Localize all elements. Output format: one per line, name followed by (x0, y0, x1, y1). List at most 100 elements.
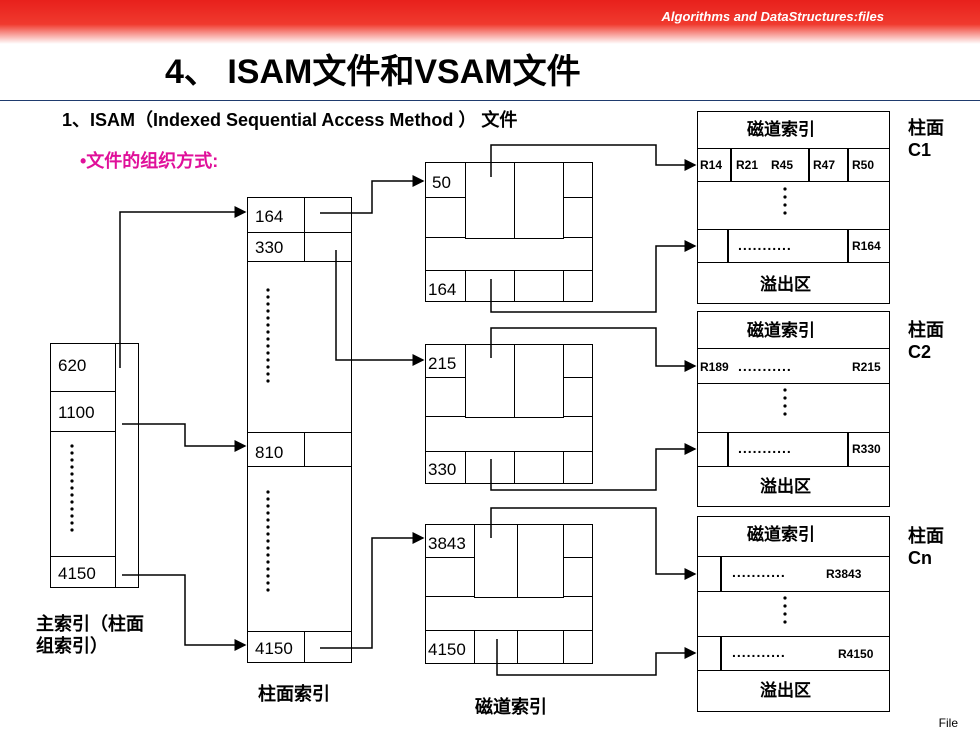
ellipsis: ........... (738, 237, 792, 253)
ellipsis-dot (266, 539, 270, 543)
ellipsis: ........... (732, 564, 786, 580)
ellipsis-dot (783, 604, 787, 608)
record: R189 (700, 360, 729, 374)
record-divider (727, 432, 729, 467)
record: R21 (736, 158, 759, 172)
record: R14 (700, 158, 723, 172)
track-index-cell (474, 630, 518, 664)
cylinder-block (697, 111, 890, 304)
record-divider (720, 556, 722, 592)
footer-label: File (938, 716, 958, 730)
track-index-cell (514, 162, 564, 239)
ellipsis-dot (70, 458, 74, 462)
master-key: 620 (58, 356, 87, 375)
track-key: 50 (432, 173, 451, 192)
ellipsis-dot (266, 344, 270, 348)
track-key: 215 (428, 354, 457, 373)
cylinder-index-cell (304, 232, 352, 262)
ellipsis-dot (266, 525, 270, 529)
ellipsis-dot (266, 288, 270, 292)
cylinder-key: 4150 (255, 639, 293, 658)
record-row (697, 348, 890, 384)
ellipsis-dot (266, 330, 270, 334)
ellipsis-dot (70, 451, 74, 455)
ellipsis-dot (70, 472, 74, 476)
ellipsis-dot (266, 567, 270, 571)
ellipsis-dot (70, 500, 74, 504)
overflow-area-label: 溢出区 (760, 681, 811, 700)
ellipsis-dot (783, 612, 787, 616)
ellipsis-dot (266, 511, 270, 515)
track-index-cell (465, 344, 515, 418)
ellipsis-dot (70, 521, 74, 525)
cylinder-label: 柱面 C1 (908, 118, 944, 160)
master-index-cell (50, 391, 116, 432)
ellipsis-dot (70, 514, 74, 518)
cylinder-index-cell (247, 631, 305, 663)
record: R215 (852, 360, 881, 374)
ellipsis-dot (266, 581, 270, 585)
ellipsis-dot (266, 337, 270, 341)
ellipsis-dot (266, 372, 270, 376)
overflow-record: R164 (852, 239, 881, 253)
ellipsis-dot (266, 553, 270, 557)
page-title: 4、 ISAM文件和VSAM文件 (165, 53, 581, 91)
record: R45 (771, 158, 794, 172)
ellipsis-dot (266, 588, 270, 592)
ellipsis-dot (266, 497, 270, 501)
ellipsis-dot (266, 351, 270, 355)
ellipsis-dot (266, 358, 270, 362)
overflow-row (697, 636, 890, 671)
ellipsis-dot (70, 528, 74, 532)
track-index-row (425, 596, 593, 631)
ellipsis-dot (70, 493, 74, 497)
record: R50 (852, 158, 875, 172)
ellipsis-dot (70, 507, 74, 511)
overflow-record: R4150 (838, 647, 874, 661)
bullet-text: •文件的组织方式: (80, 151, 219, 171)
ellipsis-dot (266, 532, 270, 536)
record-row (697, 556, 890, 592)
ellipsis-dot (70, 486, 74, 490)
ellipsis-dot (783, 620, 787, 624)
overflow-area-label: 溢出区 (760, 275, 811, 294)
record-divider (730, 148, 732, 182)
master-key: 1100 (58, 403, 95, 422)
ellipsis-dot (783, 404, 787, 408)
ellipsis-dot (783, 187, 787, 191)
ellipsis-dot (266, 546, 270, 550)
ellipsis-dot (266, 504, 270, 508)
ellipsis-dot (266, 316, 270, 320)
ellipsis-dot (266, 490, 270, 494)
ellipsis-dot (266, 379, 270, 383)
cylinder-index-cell (247, 432, 305, 467)
track-index-title: 磁道索引 (747, 120, 815, 139)
record: R3843 (826, 567, 862, 581)
cylinder-label: 柱面 C2 (908, 320, 944, 362)
ellipsis-dot (266, 365, 270, 369)
ellipsis-dot (266, 560, 270, 564)
cylinder-block (697, 311, 890, 507)
overflow-area-label: 溢出区 (760, 477, 811, 496)
overflow-row (697, 432, 890, 467)
record-divider (720, 636, 722, 671)
track-key: 4150 (428, 640, 466, 659)
ellipsis-dot (266, 302, 270, 306)
master-index-cell (50, 343, 116, 392)
header-banner: Algorithms and DataStructures:files (0, 0, 980, 44)
track-index-title: 磁道索引 (747, 525, 815, 544)
ellipsis: ........... (738, 440, 792, 456)
ellipsis: ........... (732, 644, 786, 660)
ellipsis-dot (783, 412, 787, 416)
ellipsis-dot (70, 465, 74, 469)
cylinder-index-table (247, 197, 352, 663)
section-heading: 1、ISAM（Indexed Sequential Access Method … (62, 110, 518, 130)
cylinder-index-cell (247, 232, 305, 262)
cylinder-label: 柱面 Cn (908, 526, 944, 568)
vertical-ellipsis-dots (70, 187, 787, 624)
cylinder-index-label: 柱面索引 (258, 684, 330, 704)
ellipsis-dot (783, 211, 787, 215)
master-index-label: 主索引（柱面 组索引） (36, 614, 144, 656)
ellipsis-dot (70, 444, 74, 448)
